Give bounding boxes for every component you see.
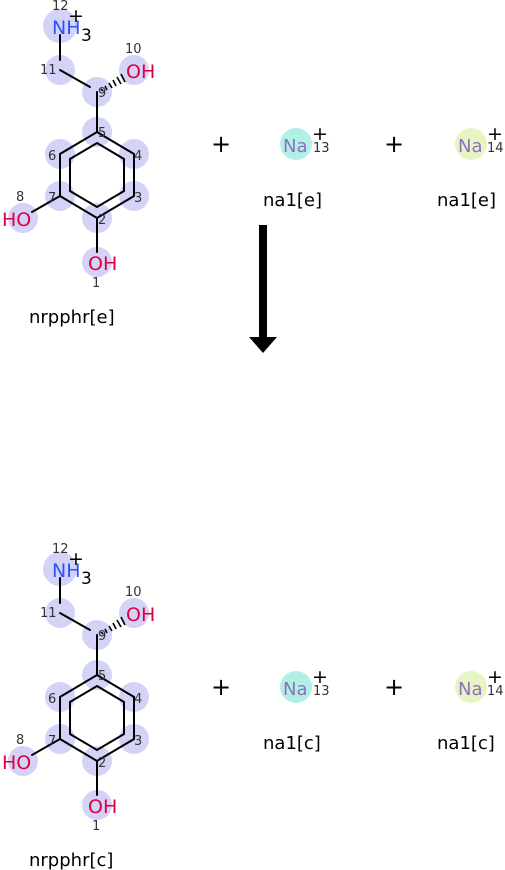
sodium-label: Na <box>283 136 308 157</box>
hydroxyl-o10-label: OH <box>126 61 155 83</box>
atom-index: 4 <box>134 149 142 164</box>
reactant-molecule: NH 3 + OH HO OH 12 10 11 9 5 6 4 8 7 3 2… <box>2 0 155 328</box>
atom-index: 2 <box>98 756 106 771</box>
atom-index: 1 <box>92 276 100 291</box>
atom-index: 10 <box>125 42 142 57</box>
reactant-molecule-name: nrpphr[e] <box>29 307 115 328</box>
sodium-label: Na <box>458 136 483 157</box>
atom-index: 11 <box>40 606 57 621</box>
atom-index: 12 <box>52 542 69 557</box>
sodium-label: Na <box>283 679 308 700</box>
atom-index: 13 <box>313 684 330 699</box>
atom-index: 6 <box>48 149 56 164</box>
reaction-arrow <box>249 225 277 353</box>
sodium-name: na1[c] <box>263 733 321 754</box>
plus-sign: + <box>211 130 231 158</box>
atom-index: 7 <box>48 734 56 749</box>
ammonium-charge: + <box>68 548 84 570</box>
svg-text:NH: NH <box>52 560 81 582</box>
nitrogen-label: NH <box>52 17 81 39</box>
sodium-name: na1[e] <box>263 190 322 211</box>
atom-index: 1 <box>92 819 100 834</box>
sodium-charge: + <box>312 666 328 688</box>
na13-highlight <box>280 128 312 160</box>
product-molecule: NH 3 + OH HO OH 12 10 11 9 5 6 4 8 7 3 2… <box>2 542 155 870</box>
hydroxyl-o8-label: HO <box>2 209 31 231</box>
atom-index: 14 <box>487 141 504 156</box>
atom-index: 2 <box>98 213 106 228</box>
atom-index: 9 <box>98 86 106 101</box>
atom-index: 6 <box>48 692 56 707</box>
hydroxyl-o10-label: OH <box>126 604 155 626</box>
sodium-charge: + <box>487 666 503 688</box>
na14-highlight <box>455 671 487 703</box>
hydroxyl-o1-label: OH <box>88 253 117 275</box>
atom-index: 3 <box>134 191 142 206</box>
sodium-charge: + <box>487 123 503 145</box>
atom-index: 7 <box>48 191 56 206</box>
hydroxyl-o1-label: OH <box>88 796 117 818</box>
nitrogen-label: NH <box>52 560 81 582</box>
reactant-sodium-14: Na + 14 na1[e] <box>437 123 504 211</box>
product-molecule-name: nrpphr[c] <box>29 850 113 870</box>
nh3-subscript: 3 <box>81 26 92 46</box>
atom-index: 12 <box>52 0 69 14</box>
svg-text:NH: NH <box>52 17 81 39</box>
plus-sign: + <box>211 673 231 701</box>
na14-highlight <box>455 128 487 160</box>
atom-index: 9 <box>98 629 106 644</box>
atom-index: 8 <box>16 733 24 748</box>
sodium-label: Na <box>458 679 483 700</box>
atom-index: 14 <box>487 684 504 699</box>
reactant-sodium-13: Na + 13 na1[e] <box>263 123 330 211</box>
hydroxyl-o8-label: HO <box>2 752 31 774</box>
product-sodium-13: Na + 13 na1[c] <box>263 666 330 754</box>
atom-index: 5 <box>98 669 106 684</box>
atom-index: 10 <box>125 585 142 600</box>
atom-index: 8 <box>16 190 24 205</box>
sodium-name: na1[c] <box>437 733 495 754</box>
atom-index: 13 <box>313 141 330 156</box>
atom-index: 11 <box>40 63 57 78</box>
plus-sign: + <box>384 673 404 701</box>
na13-highlight <box>280 671 312 703</box>
plus-sign: + <box>384 130 404 158</box>
atom-index: 3 <box>134 734 142 749</box>
ammonium-charge: + <box>68 5 84 27</box>
product-sodium-14: Na + 14 na1[c] <box>437 666 504 754</box>
sodium-name: na1[e] <box>437 190 496 211</box>
nh3-subscript: 3 <box>81 569 92 589</box>
atom-index: 4 <box>134 692 142 707</box>
sodium-charge: + <box>312 123 328 145</box>
atom-index: 5 <box>98 126 106 141</box>
